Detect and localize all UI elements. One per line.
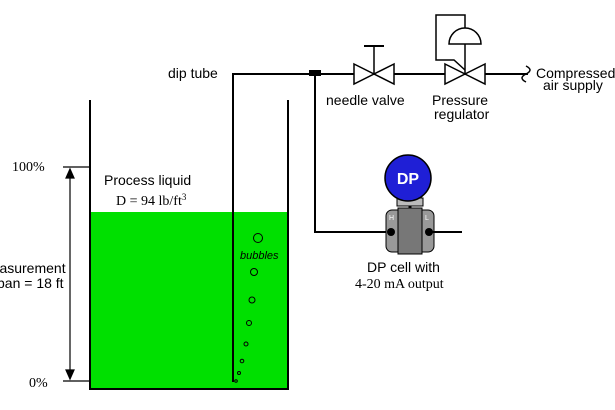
dip-tube bbox=[232, 73, 315, 382]
density-label: D = 94 lb/ft3 bbox=[116, 192, 187, 209]
tank-walls bbox=[89, 100, 289, 390]
bubble bbox=[237, 371, 241, 375]
dp-impulse-line bbox=[314, 74, 386, 233]
needle-valve bbox=[353, 45, 395, 86]
pressure-regulator-label-1: Pressure bbox=[432, 92, 488, 108]
bubble bbox=[246, 320, 252, 326]
dp-low-port-label: L bbox=[425, 215, 429, 222]
bubble bbox=[234, 379, 238, 383]
bubble bbox=[239, 358, 245, 364]
compressed-air-label-1: Compressed bbox=[536, 65, 615, 81]
dip-tube-label: dip tube bbox=[168, 65, 218, 81]
dp-badge bbox=[384, 154, 432, 202]
bubble bbox=[253, 233, 263, 243]
bubbles-label: bubbles bbox=[240, 250, 279, 262]
level-0-label: 0% bbox=[29, 376, 48, 391]
supply-end-mark bbox=[521, 65, 531, 83]
dp-cell-label-1: DP cell with bbox=[367, 259, 440, 275]
dp-cell bbox=[385, 197, 462, 255]
measurement-arrow bbox=[63, 166, 89, 382]
dp-cell-label-2: 4-20 mA output bbox=[355, 277, 444, 292]
measurement-span-label-1: Measurement bbox=[0, 260, 66, 276]
process-liquid-fill bbox=[90, 212, 288, 388]
bubble bbox=[250, 268, 258, 276]
tee-junction bbox=[309, 70, 321, 76]
bubbles-group bbox=[234, 233, 263, 383]
dp-badge-text: DP bbox=[397, 171, 420, 188]
bubble bbox=[243, 341, 249, 347]
bubble bbox=[248, 296, 256, 304]
density-exponent: 3 bbox=[182, 192, 187, 202]
needle-valve-label: needle valve bbox=[326, 92, 405, 108]
measurement-span-label-2: span = 18 ft bbox=[0, 275, 64, 291]
level-100-label: 100% bbox=[12, 160, 45, 175]
pressure-regulator bbox=[435, 14, 486, 86]
compressed-air-label-2: air supply bbox=[543, 77, 603, 93]
process-liquid-label: Process liquid bbox=[104, 172, 191, 188]
dp-high-port-label: H bbox=[389, 215, 394, 222]
pressure-regulator-label-2: regulator bbox=[434, 106, 490, 122]
